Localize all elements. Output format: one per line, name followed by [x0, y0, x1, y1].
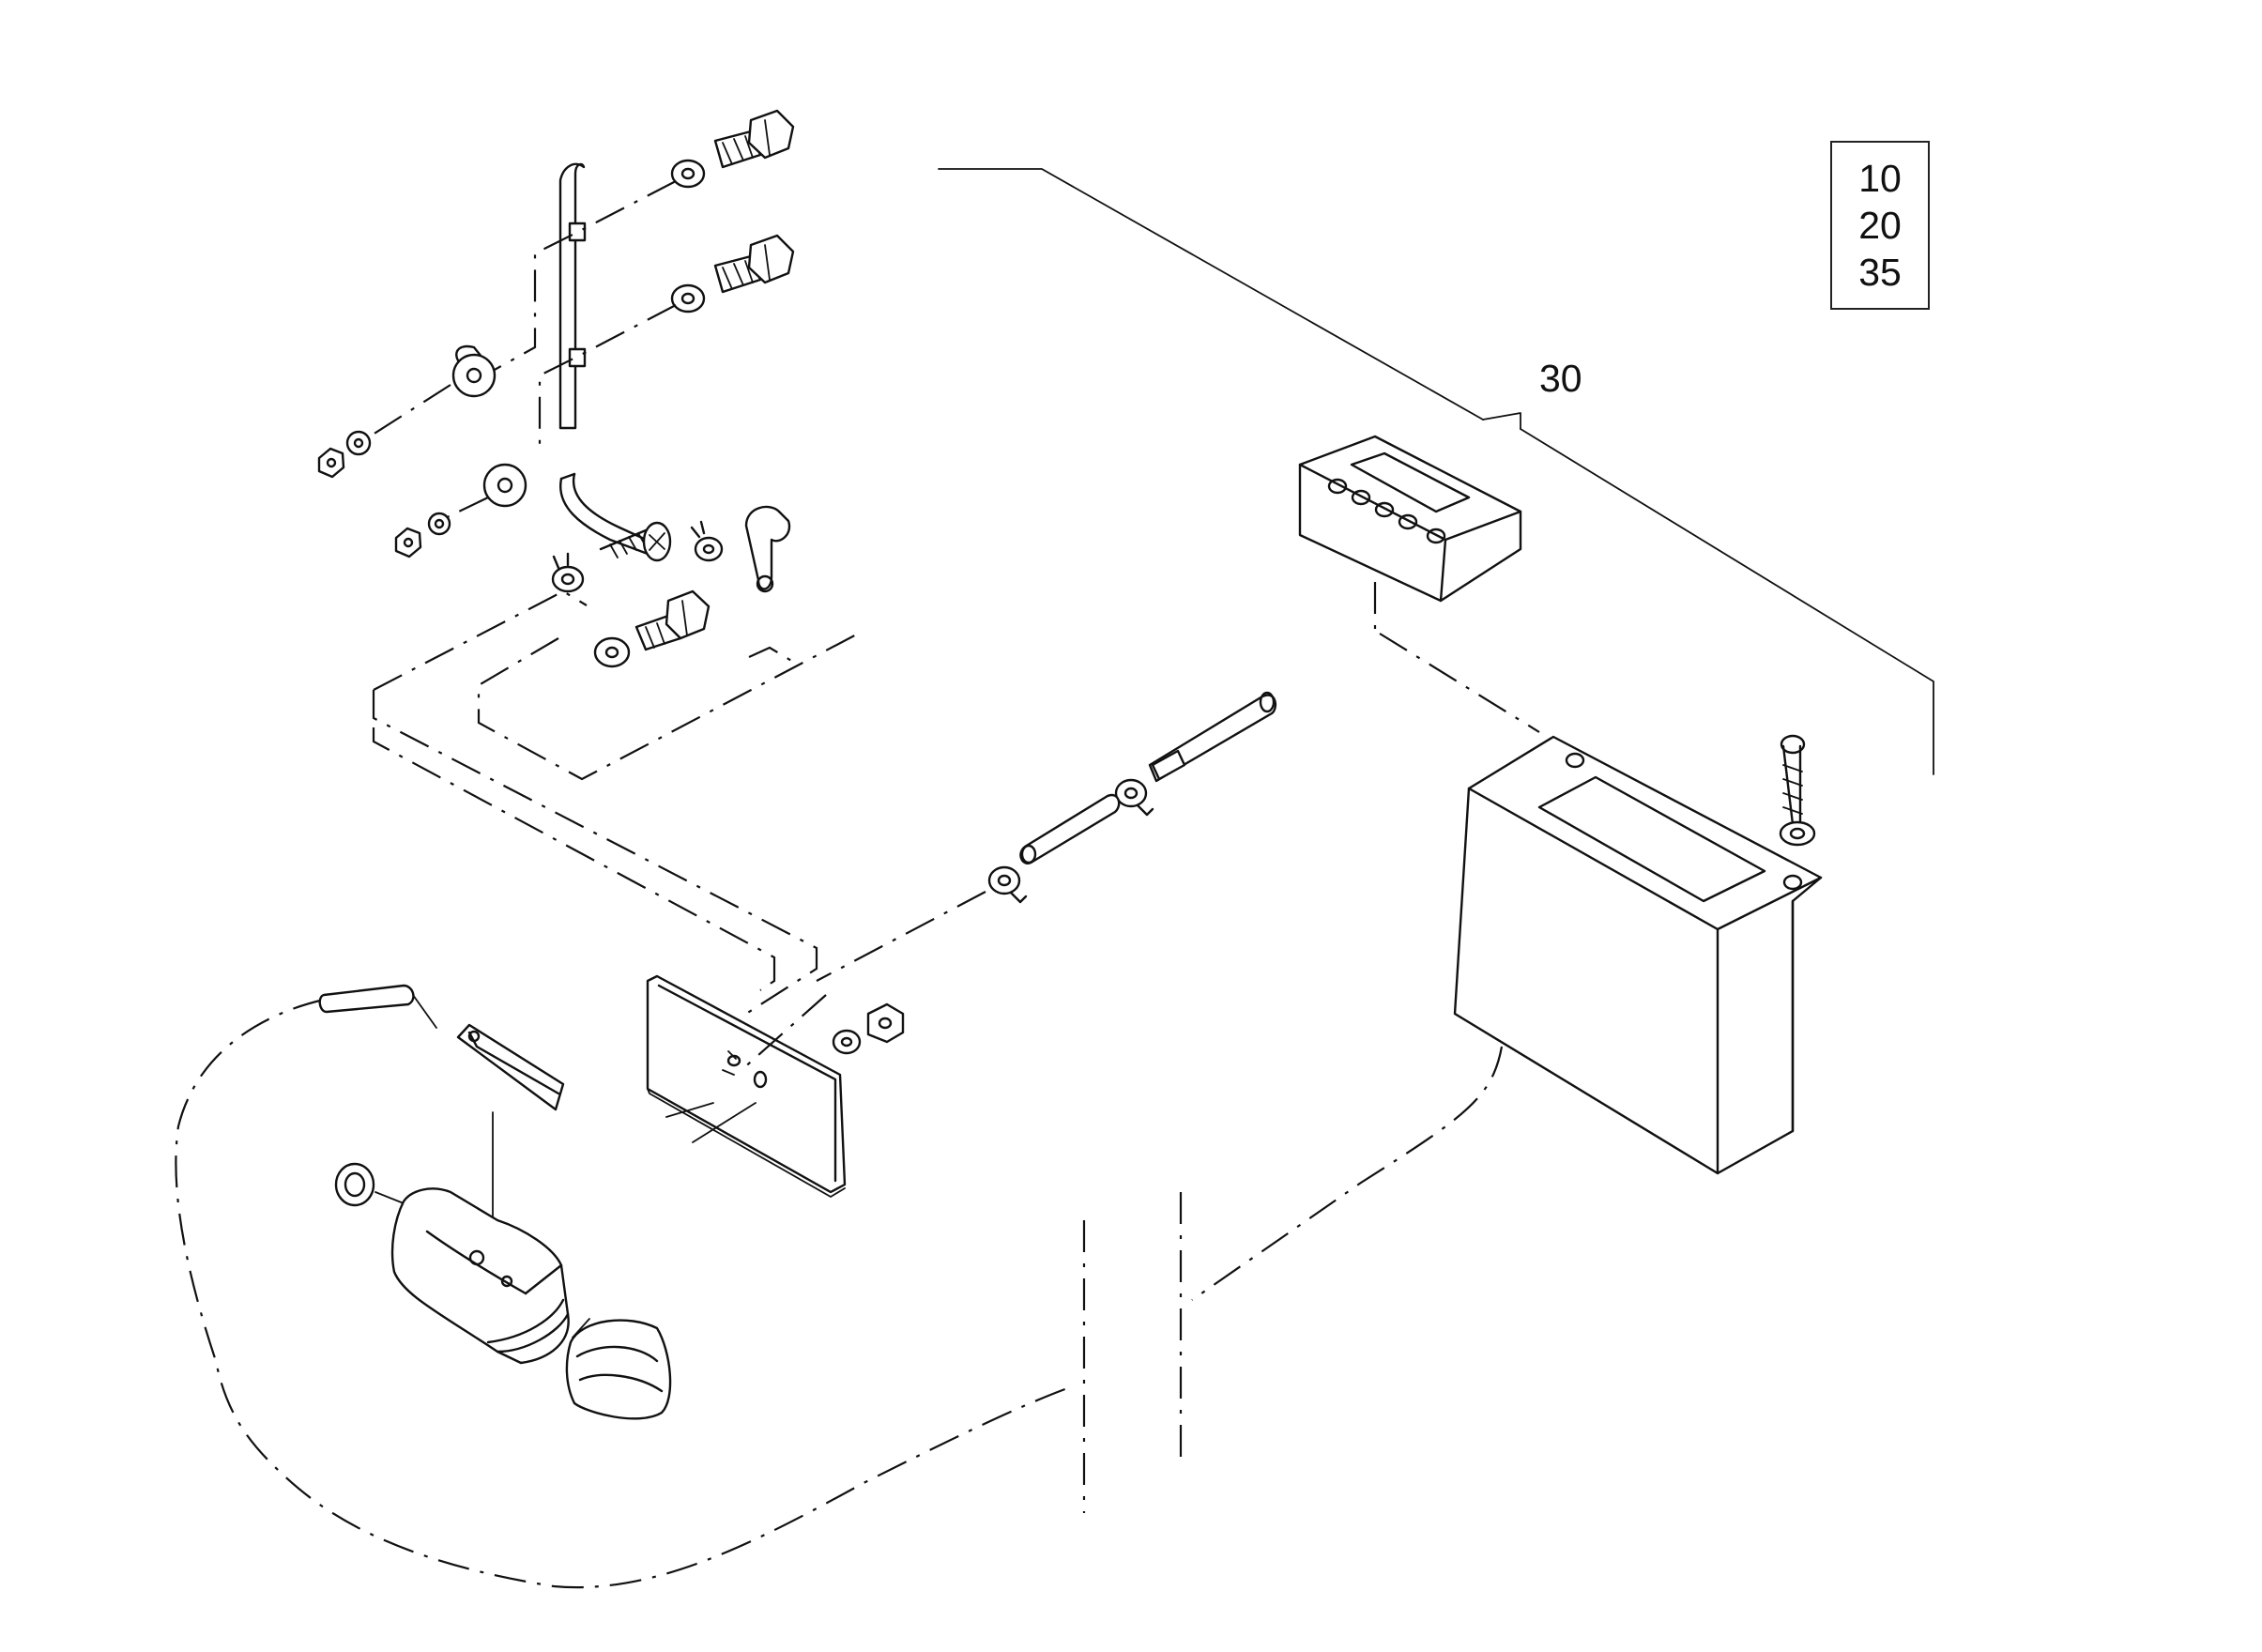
nut — [319, 449, 344, 477]
plate-pointer-line — [693, 1103, 756, 1142]
frame-outline — [374, 591, 587, 690]
hose-clamp — [553, 554, 583, 591]
assembly-bracket — [939, 169, 1933, 774]
callout-label-30: 30 — [1539, 357, 1582, 400]
washer — [347, 432, 370, 454]
frame-outline — [479, 631, 864, 779]
hose-clamp — [1116, 780, 1153, 815]
reference-number: 35 — [1858, 251, 1902, 294]
reference-number-box: 10 20 35 — [1830, 141, 1930, 310]
washer — [833, 1031, 860, 1053]
hose-clamp — [692, 522, 722, 560]
nut — [396, 528, 420, 557]
lamp-lens — [567, 1321, 670, 1419]
mounting-rod — [560, 164, 652, 554]
grommet — [336, 1164, 374, 1205]
bolt-lower — [595, 591, 709, 666]
reference-number: 20 — [1858, 204, 1902, 247]
hose-upper — [1150, 693, 1276, 781]
battery-bolt — [1781, 736, 1814, 845]
hose-link-line — [817, 892, 986, 981]
battery-cable — [1192, 1047, 1502, 1300]
rubber-bushing — [484, 465, 526, 506]
mounting-plate — [648, 976, 845, 1197]
bolt-top — [672, 111, 793, 187]
frame-outline — [374, 690, 817, 1014]
rubber-bushing — [453, 346, 495, 396]
lens-pointer-line — [573, 1319, 589, 1338]
lamp-cable — [176, 1000, 1070, 1587]
battery-box — [1455, 737, 1821, 1173]
washer — [429, 513, 450, 534]
hose-clamp — [989, 867, 1026, 902]
link-line — [373, 385, 451, 435]
nut — [868, 1004, 903, 1042]
plate-link-line — [741, 995, 826, 1070]
display-unit — [1300, 436, 1521, 601]
frame-outline — [749, 648, 793, 662]
lamp-housing — [392, 1188, 569, 1363]
hose-middle — [1020, 795, 1119, 864]
plate-pointer-line — [666, 1103, 713, 1117]
link-line — [540, 305, 676, 451]
hose-elbow — [746, 507, 789, 591]
link-line — [493, 181, 676, 371]
grommet-pointer-line — [375, 1192, 404, 1203]
cable-sleeve — [320, 986, 436, 1028]
display-link-line — [1380, 634, 1539, 732]
lamp-bracket — [458, 1025, 563, 1109]
bolt-upper — [672, 236, 793, 312]
spring-fitting — [601, 523, 670, 560]
frame-outline — [374, 727, 774, 990]
reference-number: 10 — [1858, 157, 1902, 200]
